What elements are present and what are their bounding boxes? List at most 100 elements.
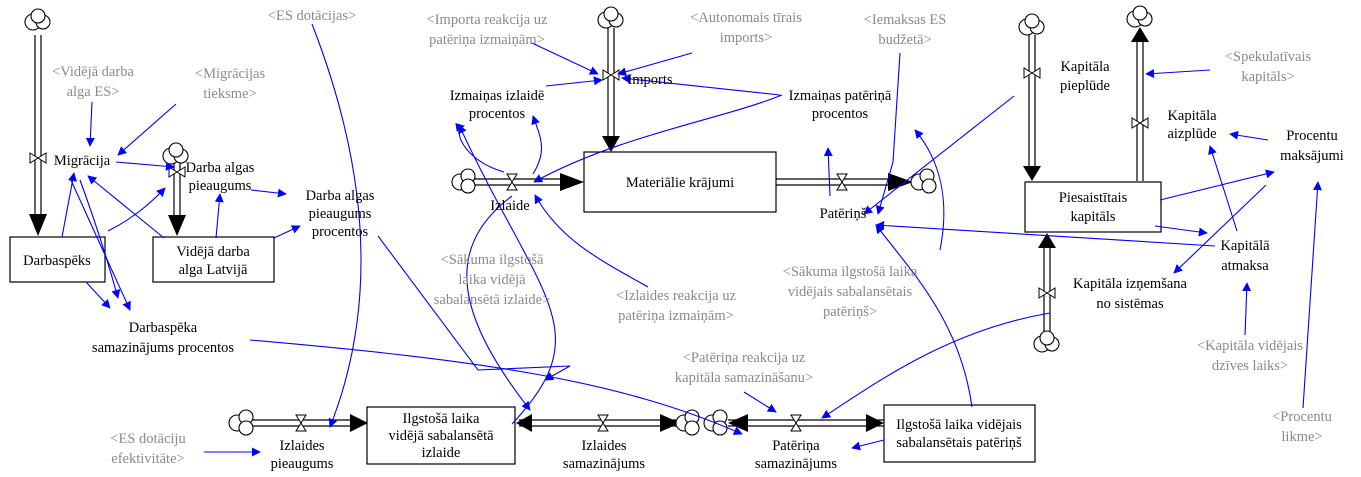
flow-aizplude-line2: aizplūde [1167, 126, 1216, 142]
flow-algas-line1: Darba algas [186, 160, 255, 176]
shadow-es-efektivitate-line2: efektivitāte> [111, 451, 184, 467]
cloud-pieplude [1018, 13, 1045, 36]
aux-algas-procentos-line2: pieaugums [309, 206, 372, 222]
aux-procentu-maksajumi-line2: maksājumi [1280, 148, 1344, 164]
shadow-videja-alga-es-line2: alga ES> [67, 84, 120, 100]
cloud-izlaides-pieaugums [228, 409, 254, 436]
valve-pieplude-icon [1023, 67, 1041, 79]
stock-videja-alga-line2: alga Latvijā [179, 262, 248, 278]
stocks [9, 151, 1162, 465]
aux-darbaspeka-samazinajums-line2: samazinājums procentos [92, 340, 234, 356]
aux-kapitala-atmaksa-line2: atmaksa [1221, 258, 1269, 274]
cloud-paterina-samazinajums [703, 409, 728, 436]
shadow-procentu-likme-line2: likme> [1281, 429, 1322, 445]
shadow-importa-reakcija-line2: patēriņa izmaiņām> [429, 32, 545, 48]
shadow-autonomais-imports-line1: <Autonomais tīrais [690, 10, 802, 26]
aux-algas-procentos-line3: procentos [312, 224, 369, 240]
shadow-sakuma-paterins-line2: vidējais sabalansētais [788, 284, 913, 300]
cloud-migracija [24, 8, 51, 31]
aux-darbaspeka-samazinajums-line1: Darbaspēka [129, 320, 198, 336]
stock-ilgstosa-paterins-box[interactable] [883, 404, 1036, 463]
stock-materialie-box[interactable] [583, 151, 777, 213]
shadow-iemaksas-es-line2: budžetā> [878, 32, 931, 48]
shadow-importa-reakcija-line1: <Importa reakcija uz [427, 12, 548, 28]
shadow-izlaides-reakcija-line1: <Izlaides reakcija uz [616, 288, 737, 304]
flow-iznemsana-line2: no sistēmas [1096, 296, 1164, 312]
shadow-paterina-reakcija-line1: <Patēriņa reakcija uz [683, 350, 806, 366]
flow-pieplude-line1: Kapitāla [1060, 59, 1110, 75]
flow-izlaides-samazinajums-line2: samazinājums [563, 456, 646, 472]
valve-migracija-icon [29, 152, 47, 164]
flow-pieplude-line2: pieplūde [1060, 78, 1110, 94]
flow-aizplude-line1: Kapitāla [1167, 108, 1217, 124]
aux-izmainas-izlaide-line2: procentos [469, 106, 526, 122]
stock-ilgstosa-izlaide-box[interactable] [366, 406, 516, 465]
shadow-es-dotacijas: <ES dotācijas> [268, 8, 356, 24]
shadow-kapitala-laiks-line2: dzīves laiks> [1212, 358, 1288, 374]
stock-piesaistitais-line2: kapitāls [1070, 209, 1115, 225]
aux-izmainas-izlaide-line1: Izmaiņas izlaidē [450, 88, 545, 104]
shadow-procentu-likme-line1: <Procentu [1272, 409, 1332, 425]
valve-iznemsana-icon [1038, 287, 1056, 299]
shadow-videja-alga-es-line1: <Vidējā darba [52, 64, 134, 80]
valve-algas-icon [168, 166, 186, 178]
flow-imports-label: Imports [627, 72, 672, 88]
valve-aizplude-icon [1131, 117, 1149, 129]
aux-procentu-maksajumi-line1: Procentu [1286, 128, 1338, 144]
valves [29, 67, 1149, 432]
shadow-sakuma-izlaide-line2: laika vidējā [458, 272, 526, 288]
cloud-aizplude [1126, 5, 1153, 28]
stock-darbaspeks-label: Darbaspēks [23, 253, 91, 269]
stock-ilgstosa-paterins-line2: sabalansētais patēriņš [896, 435, 1022, 451]
shadow-sakuma-izlaide-line3: sabalansētā izlaide> [434, 292, 550, 308]
labels: Darbaspēks Vidējā darba alga Latvijā Mat… [23, 8, 1344, 472]
stock-piesaistitais-line1: Piesaistītais [1059, 190, 1128, 206]
stock-videja-alga-line1: Vidējā darba [176, 244, 250, 260]
shadow-kapitala-laiks-line1: <Kapitāla vidējais [1197, 338, 1303, 354]
flow-izlaides-samazinajums-line1: Izlaides [581, 438, 626, 454]
shadow-autonomais-imports-line2: imports> [720, 30, 773, 46]
shadow-sakuma-izlaide-line1: <Sākuma ilgstošā [441, 252, 544, 268]
flow-izlaides-pieaugums-line1: Izlaides [279, 438, 324, 454]
valve-izlaides-samazinajums-icon [597, 414, 609, 432]
cloud-imports [597, 6, 624, 29]
flow-izlaides-pieaugums-line2: pieaugums [271, 456, 334, 472]
pipes [29, 27, 1149, 432]
shadow-migracijas-tieksme-line2: tieksme> [203, 86, 256, 102]
stock-darbaspeks-box[interactable] [9, 236, 106, 283]
flow-izlaide-label: Izlaide [490, 198, 529, 214]
aux-algas-procentos-line1: Darba algas [306, 188, 375, 204]
shadow-izlaides-reakcija-line2: patēriņa izmaiņām> [618, 308, 734, 324]
shadow-spekulativais-line1: <Spekulatīvais [1225, 49, 1312, 65]
flow-paterins-label: Patēriņš [820, 206, 867, 222]
valve-izlaides-pieaugums-icon [295, 414, 307, 432]
stock-videja-alga-box[interactable] [152, 236, 275, 283]
cloud-algas [162, 142, 189, 165]
cloud-paterins [910, 168, 937, 194]
causal-links [61, 23, 1322, 457]
valve-paterins-icon [836, 173, 848, 191]
stock-ilgstosa-izlaide-line2: vidējā sabalansētā [388, 428, 494, 444]
stock-ilgstosa-paterins-line1: Ilgstošā laika vidējais [896, 417, 1022, 433]
shadow-es-efektivitate-line1: <ES dotāciju [110, 431, 185, 447]
shadow-spekulativais-line2: kapitāls> [1241, 69, 1294, 85]
flow-algas-line2: pieaugums [189, 178, 252, 194]
flow-paterina-samazinajums-line1: Patēriņa [772, 438, 820, 454]
clouds [24, 5, 1153, 436]
flow-migracija-label: Migrācija [54, 153, 111, 169]
shadow-iemaksas-es-line1: <Iemaksas ES [864, 12, 947, 28]
stock-ilgstosa-izlaide-line3: izlaide [422, 445, 461, 461]
shadow-migracijas-tieksme-line1: <Migrācijas [195, 66, 266, 82]
shadow-sakuma-paterins-line1: <Sākuma ilgstošā laika [783, 264, 918, 280]
stock-materialie-label: Materiālie krājumi [626, 175, 734, 191]
aux-izmainas-paterina-line2: procentos [812, 106, 869, 122]
aux-izmainas-paterina-line1: Izmaiņas patēriņā [789, 88, 892, 104]
cloud-izlaides-samazinajums [675, 409, 700, 436]
valve-paterina-samazinajums-icon [790, 414, 802, 432]
cloud-izlaide [451, 168, 476, 194]
flow-iznemsana-line1: Kapitāla izņemšana [1073, 276, 1187, 292]
stock-piesaistitais-box[interactable] [1024, 181, 1162, 233]
valve-imports-icon [602, 69, 620, 81]
